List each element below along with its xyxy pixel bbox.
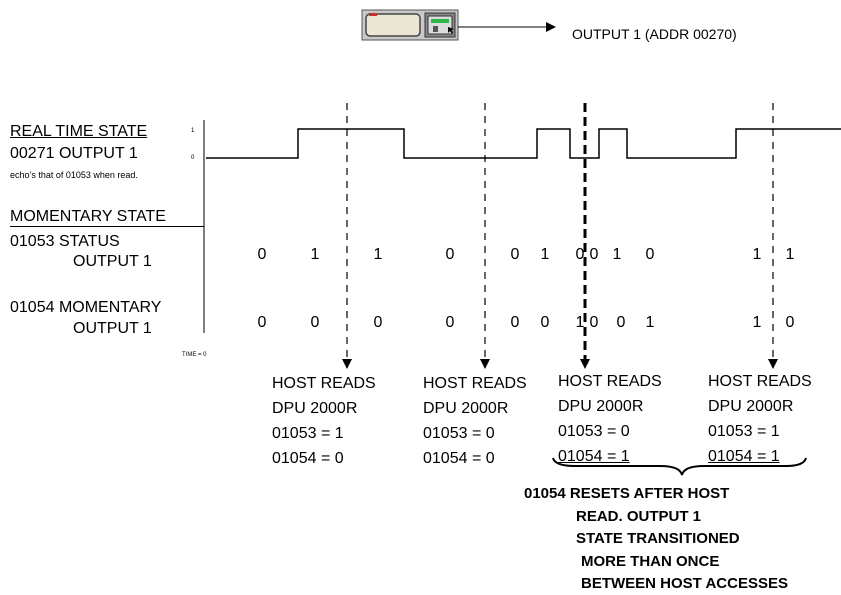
momentary-state-label: MOMENTARY STATE bbox=[10, 208, 204, 227]
host-read-status: 01053 = 1 bbox=[272, 421, 376, 446]
momentary-digit: 1 bbox=[747, 314, 767, 332]
status-digit: 1 bbox=[305, 246, 325, 264]
host-read-device: DPU 2000R bbox=[423, 396, 527, 421]
host-read-title: HOST READS bbox=[558, 369, 662, 394]
momentary-line2: OUTPUT 1 bbox=[73, 320, 152, 338]
note-line: READ. OUTPUT 1 bbox=[576, 508, 701, 525]
host-read-status: 01053 = 1 bbox=[708, 419, 812, 444]
status-line1: 01053 STATUS bbox=[10, 233, 120, 251]
host-read-status: 01053 = 0 bbox=[558, 419, 662, 444]
host-read-status: 01053 = 0 bbox=[423, 421, 527, 446]
host-read-block-2: HOST READS DPU 2000R 01053 = 0 01054 = 0 bbox=[423, 371, 527, 471]
echo-note: echo’s that of 01053 when read. bbox=[10, 170, 138, 180]
status-digit: 1 bbox=[780, 246, 800, 264]
note-line: STATE TRANSITIONED bbox=[576, 530, 740, 547]
host-read-device: DPU 2000R bbox=[708, 394, 812, 419]
status-line2: OUTPUT 1 bbox=[73, 253, 152, 271]
host-read-momentary: 01054 = 0 bbox=[272, 446, 376, 471]
host-read-title: HOST READS bbox=[708, 369, 812, 394]
note-line: 01054 RESETS AFTER HOST bbox=[524, 485, 729, 502]
momentary-digit: 0 bbox=[535, 314, 555, 332]
momentary-digit: 1 bbox=[640, 314, 660, 332]
status-digit: 0 bbox=[505, 246, 525, 264]
host-read-momentary: 01054 = 1 bbox=[708, 444, 812, 469]
host-read-title: HOST READS bbox=[423, 371, 527, 396]
status-digit: 0 bbox=[252, 246, 272, 264]
momentary-digit: 0 bbox=[780, 314, 800, 332]
status-digit: 1 bbox=[607, 246, 627, 264]
output-00271-label: 00271 OUTPUT 1 bbox=[10, 145, 138, 163]
host-read-device: DPU 2000R bbox=[558, 394, 662, 419]
host-read-momentary: 01054 = 1 bbox=[558, 444, 662, 469]
level-1-label: 1 bbox=[191, 128, 194, 134]
momentary-digit: 0 bbox=[440, 314, 460, 332]
momentary-digit: 0 bbox=[505, 314, 525, 332]
host-read-momentary: 01054 = 0 bbox=[423, 446, 527, 471]
level-0-label: 0 bbox=[191, 155, 194, 161]
momentary-line1: 01054 MOMENTARY bbox=[10, 299, 161, 317]
status-digit: 1 bbox=[368, 246, 388, 264]
momentary-digit: 0 bbox=[584, 314, 604, 332]
momentary-digit: 0 bbox=[611, 314, 631, 332]
host-read-device: DPU 2000R bbox=[272, 396, 376, 421]
host-read-block-3: HOST READS DPU 2000R 01053 = 0 01054 = 1 bbox=[558, 369, 662, 469]
real-time-state-label: REAL TIME STATE bbox=[10, 123, 147, 141]
momentary-digit: 0 bbox=[252, 314, 272, 332]
momentary-digit: 0 bbox=[305, 314, 325, 332]
host-read-block-1: HOST READS DPU 2000R 01053 = 1 01054 = 0 bbox=[272, 371, 376, 471]
status-digit: 1 bbox=[747, 246, 767, 264]
momentary-digit: 0 bbox=[368, 314, 388, 332]
host-read-block-4: HOST READS DPU 2000R 01053 = 1 01054 = 1 bbox=[708, 369, 812, 469]
time-zero-label: TIME = 0 bbox=[182, 352, 207, 358]
note-line: MORE THAN ONCE bbox=[581, 553, 719, 570]
status-digit: 0 bbox=[440, 246, 460, 264]
status-digit: 0 bbox=[584, 246, 604, 264]
host-read-title: HOST READS bbox=[272, 371, 376, 396]
status-digit: 1 bbox=[535, 246, 555, 264]
real-time-waveform bbox=[206, 129, 841, 158]
relay-device-icon bbox=[362, 10, 458, 40]
note-line: BETWEEN HOST ACCESSES bbox=[581, 575, 788, 592]
device-output-label: OUTPUT 1 (ADDR 00270) bbox=[572, 26, 737, 42]
status-digit: 0 bbox=[640, 246, 660, 264]
